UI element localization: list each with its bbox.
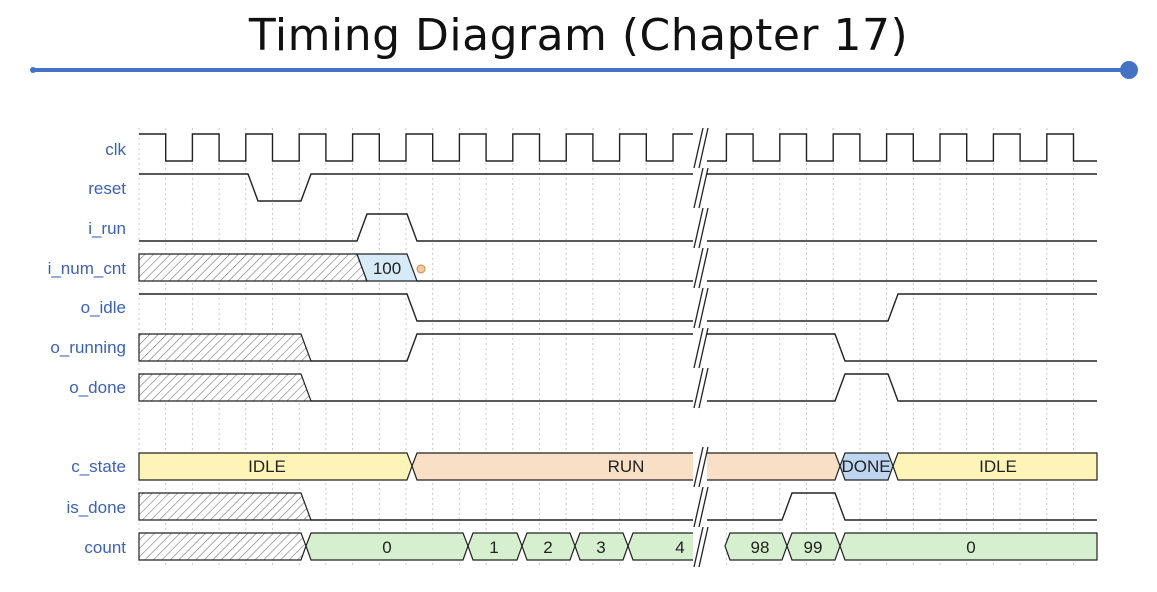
o-idle-waveform <box>139 293 1097 322</box>
signal-label-is-done: is_done <box>66 498 126 517</box>
c-state-done-segment <box>839 452 894 481</box>
time-break-marks <box>693 127 709 568</box>
count-value: 0 <box>966 538 975 557</box>
count-undefined <box>138 532 307 561</box>
count-segment <box>521 532 576 561</box>
reset-waveform <box>139 173 1097 202</box>
o-running-waveform <box>311 333 1097 362</box>
count-value: 1 <box>489 538 498 557</box>
count-segment <box>627 532 704 561</box>
title-underline <box>30 61 1138 79</box>
count-segment <box>305 532 469 561</box>
signal-label-count: count <box>84 538 126 557</box>
o-done-undefined <box>138 373 312 402</box>
signal-label-c-state: c_state <box>71 457 126 476</box>
count-segment <box>574 532 629 561</box>
i-num-cnt-undefined <box>138 253 368 282</box>
count-value: 3 <box>596 538 605 557</box>
o-running-undefined <box>138 333 312 362</box>
page-title: Timing Diagram (Chapter 17) <box>248 10 909 61</box>
signal-label-o-running: o_running <box>50 338 126 357</box>
count-value: 99 <box>804 538 823 557</box>
signal-label-clk: clk <box>105 140 126 159</box>
count-segment <box>786 532 841 561</box>
signal-label-i-run: i_run <box>88 219 126 238</box>
c-state-done-label: DONE <box>841 457 890 476</box>
c-state-run-label: RUN <box>608 457 645 476</box>
o-done-waveform <box>311 373 1097 402</box>
count-value: 4 <box>675 538 684 557</box>
count-value: 0 <box>382 538 391 557</box>
is-done-undefined <box>138 492 312 521</box>
signal-label-i-num-cnt: i_num_cnt <box>48 259 127 278</box>
c-state-idle-segment-2 <box>892 452 1098 481</box>
count-segment <box>724 532 788 561</box>
marker-dot-icon <box>416 264 426 274</box>
count-value: 2 <box>543 538 552 557</box>
i-num-cnt-value: 100 <box>373 259 401 278</box>
signal-label-o-idle: o_idle <box>81 298 126 317</box>
clk-waveform <box>139 133 1097 162</box>
c-state-idle-label: IDLE <box>248 457 286 476</box>
c-state-idle-segment <box>138 452 413 481</box>
count-segment <box>467 532 523 561</box>
count-segment <box>839 532 1098 561</box>
signal-label-reset: reset <box>88 179 126 198</box>
c-state-idle-label-2: IDLE <box>979 457 1017 476</box>
signal-label-o-done: o_done <box>69 378 126 397</box>
count-value: 98 <box>751 538 770 557</box>
i-run-waveform <box>139 213 1097 242</box>
c-state-run-segment <box>411 452 841 481</box>
grid-lines <box>138 128 1074 566</box>
